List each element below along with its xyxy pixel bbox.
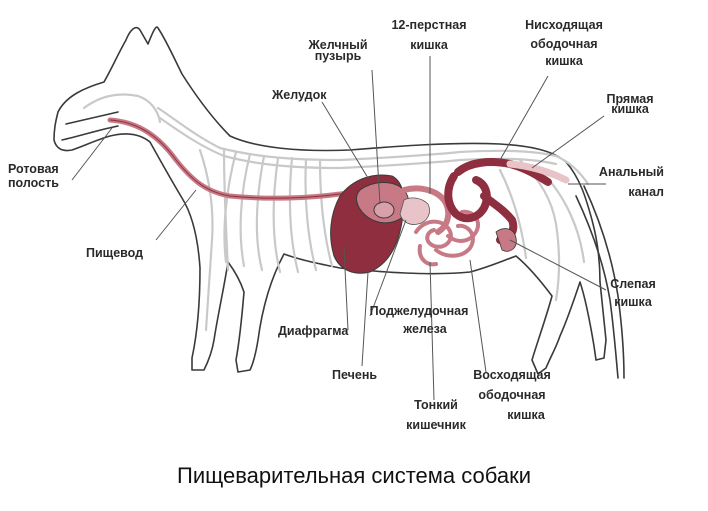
- label-ascending-colon: Восходящая ободочная кишка: [456, 368, 568, 422]
- diagram-title: Пищеварительная система собаки: [177, 463, 531, 488]
- label-line: Печень: [332, 368, 378, 382]
- label-line: кишка: [611, 102, 649, 116]
- label-line: Восходящая: [473, 368, 551, 382]
- label-line: Слепая: [610, 277, 656, 291]
- label-line: ободочная: [478, 388, 546, 402]
- leader-lines: [71, 56, 607, 401]
- skeleton: [82, 93, 590, 332]
- label-liver: Печень: [332, 368, 377, 382]
- label-line: ободочная: [530, 37, 598, 51]
- rectum-organ: [506, 160, 570, 184]
- label-line: кишечник: [406, 418, 466, 432]
- label-stomach: Желудок: [272, 88, 327, 102]
- label-line: Диафрагма: [278, 324, 349, 338]
- label-small-intestine: Тонкий кишечник: [396, 398, 476, 432]
- label-line: Желудок: [272, 88, 327, 102]
- label-line: кишка: [614, 295, 652, 309]
- label-line: Желчный: [308, 38, 368, 52]
- label-line: Нисходящая: [525, 18, 603, 32]
- label-line: Поджелудочная: [369, 304, 469, 318]
- label-line: Тонкий: [414, 398, 458, 412]
- label-line: кишка: [545, 54, 583, 68]
- label-anal-canal: Анальный канал: [584, 165, 664, 199]
- dog-outline: [53, 26, 625, 379]
- label-diaphragm: Диафрагма: [278, 324, 348, 338]
- label-line: Анальный: [598, 165, 664, 179]
- label-oral-cavity: Ротовая полость: [8, 162, 59, 190]
- label-pancreas: Поджелудочная железа: [364, 304, 474, 336]
- colon-organ: [444, 158, 552, 244]
- label-line: кишка: [410, 38, 448, 52]
- label-line: канал: [628, 185, 664, 199]
- small-intestine-organ: [414, 209, 481, 267]
- label-line: Ротовая: [8, 162, 59, 176]
- label-line: полость: [8, 176, 59, 190]
- cecum-organ: [495, 228, 517, 252]
- label-duodenum: 12-перстная кишка: [380, 18, 478, 52]
- label-line: 12-перстная: [391, 18, 467, 32]
- label-line: пузырь: [314, 49, 362, 63]
- gallbladder-organ: [373, 201, 395, 219]
- pancreas-organ: [399, 197, 430, 225]
- label-line: железа: [403, 322, 447, 336]
- label-line: Пищевод: [86, 246, 144, 260]
- label-esophagus: Пищевод: [86, 246, 143, 260]
- label-gallbladder: Желчный пузырь: [296, 38, 380, 63]
- label-cecum: Слепая кишка: [598, 277, 668, 309]
- label-line: кишка: [507, 408, 545, 422]
- label-descending-colon: Нисходящая ободочная кишка: [512, 18, 616, 68]
- label-rectum: Прямая кишка: [590, 92, 670, 116]
- label-line: Прямая: [606, 92, 654, 106]
